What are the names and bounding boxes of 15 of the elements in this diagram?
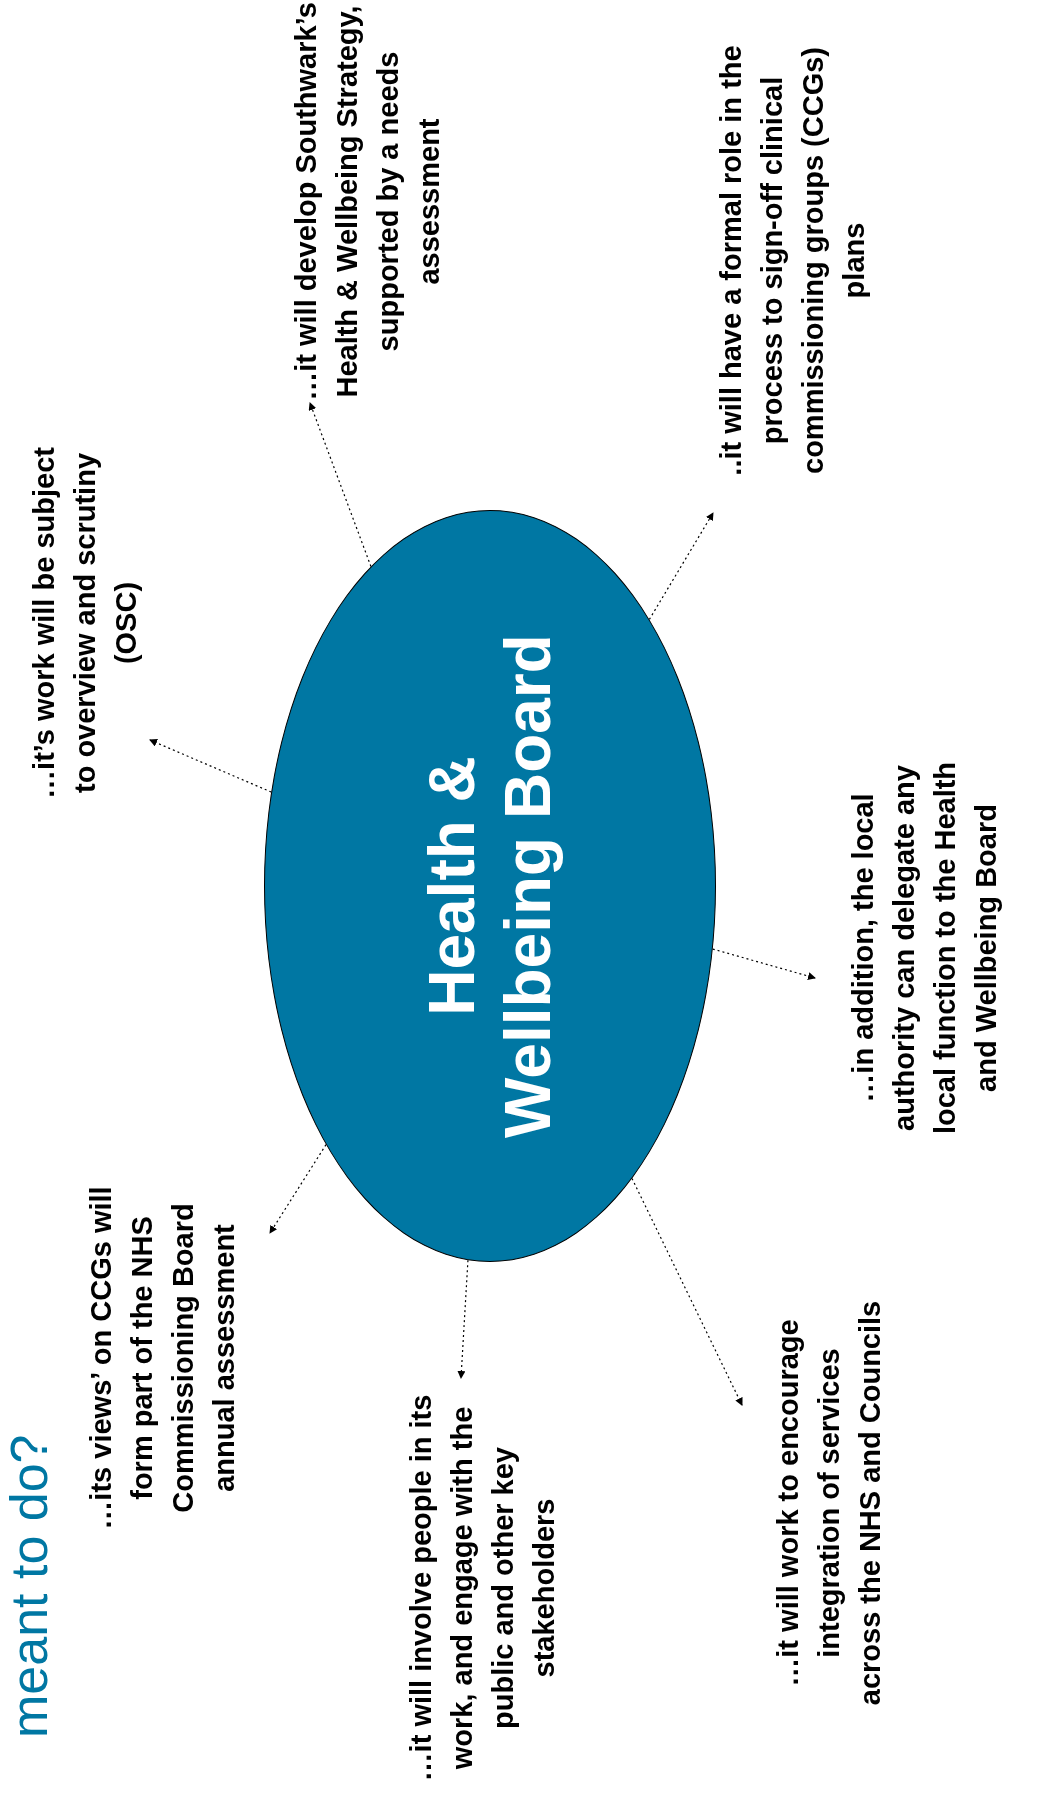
arrow [269, 1144, 327, 1234]
arrow [712, 948, 816, 980]
arrow [631, 1177, 743, 1406]
arrow [648, 512, 714, 620]
arrow [457, 1259, 469, 1379]
arrow [149, 739, 272, 793]
role-text: ..it will have a formal role in the process to sign-off clinical commissioning groups (CCGs) plans [705, 8, 880, 513]
role-text: …it will work to encourage integration of services across the NHS and Councils [742, 1298, 917, 1708]
role-text: …it will develop Southwark’s Health & Wellbeing Strategy, supported by a needs assessment [280, 0, 455, 403]
board-ellipse: Health & Wellbeing Board [264, 510, 716, 1262]
role-text: …it will involve people in its work, and engage with the public and other key stakeholders [375, 1378, 590, 1798]
role-text: …it’s work will be subject to overview and scrutiny (OSC) [20, 438, 150, 808]
title: meant to do? [0, 1434, 58, 1738]
role-text: …in addition, the local authority can delegate any local function to the Health and Wellbeing Board [815, 748, 1035, 1148]
arrow [308, 402, 372, 568]
